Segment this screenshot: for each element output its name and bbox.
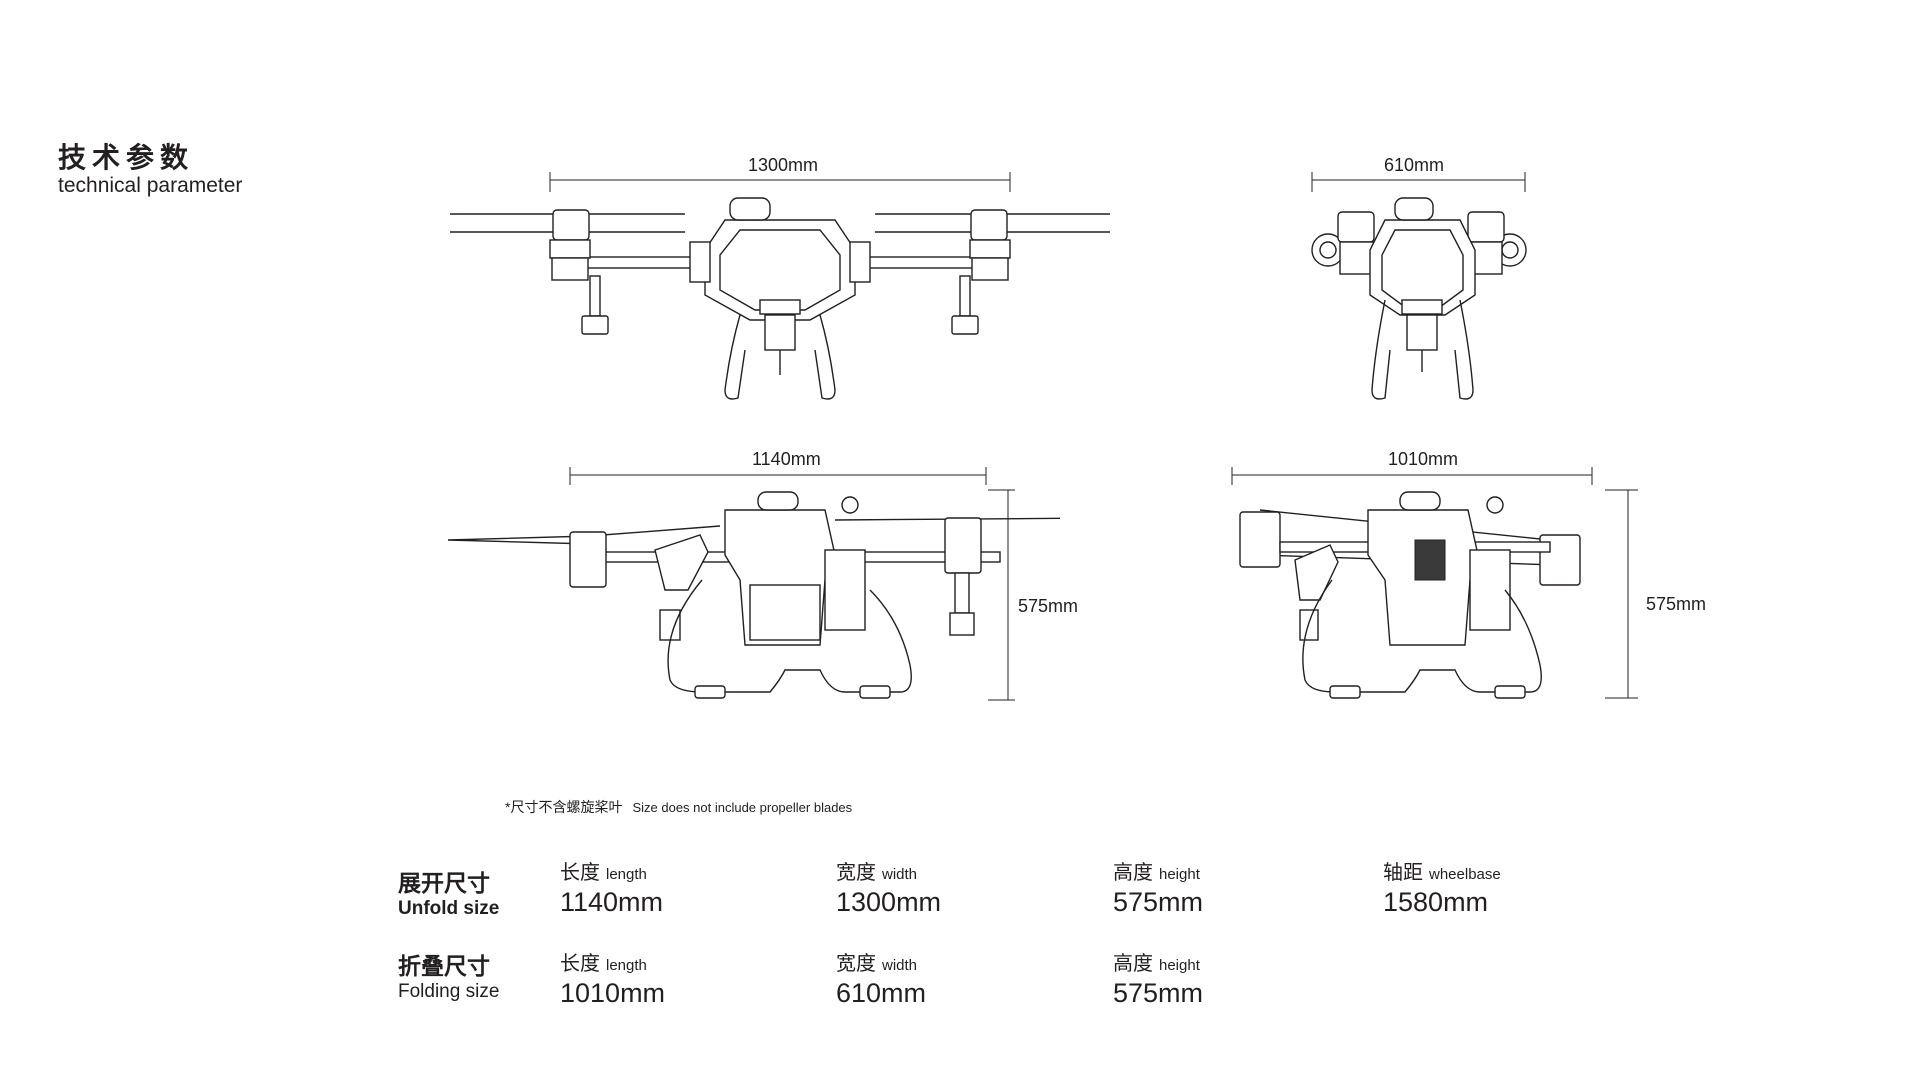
note-en: Size does not include propeller blades (632, 800, 853, 815)
fold-height-label-en: height (1159, 957, 1200, 974)
dim-front-unfold-width: 1300mm (748, 155, 819, 175)
unfold-wheelbase-label-cn: 轴距 (1383, 860, 1423, 884)
fold-length-value: 1010mm (560, 978, 666, 1008)
fold-length-label-cn: 长度 (560, 951, 600, 975)
unfold-length-spec: 长度 length 1140mm (560, 856, 663, 918)
fold-title-en: Folding size (398, 981, 500, 1002)
fold-width-label-en: width (882, 957, 918, 974)
fold-width-label-cn: 宽度 (836, 951, 876, 975)
unfold-wheelbase-spec: 轴距 wheelbase 1580mm (1383, 856, 1501, 918)
unfold-title-en: Unfold size (398, 898, 500, 919)
fold-height-spec: 高度 height 575mm (1113, 947, 1203, 1009)
fold-height-label-cn: 高度 (1113, 951, 1153, 975)
unfold-size-title: 展开尺寸 Unfold size (398, 864, 499, 920)
unfold-height-spec: 高度 height 575mm (1113, 856, 1203, 918)
unfold-length-value: 1140mm (560, 887, 664, 917)
unfold-width-spec: 宽度 width 1300mm (836, 856, 941, 918)
note-cn: *尺寸不含螺旋桨叶 (505, 799, 623, 815)
drone-side-fold-drawing (1231, 467, 1638, 699)
fold-length-label-en: length (606, 957, 647, 974)
fold-length-spec: 长度 length 1010mm (560, 947, 665, 1009)
dim-side-fold-length: 1010mm (1388, 449, 1459, 469)
dimension-note: *尺寸不含螺旋桨叶 Size does not include propeller… (505, 797, 852, 817)
page-title-cn: 技术参数 (58, 141, 195, 174)
page-title-en: technical parameter (58, 174, 243, 197)
unfold-wheelbase-label-en: wheelbase (1429, 866, 1501, 883)
unfold-height-label-en: height (1159, 866, 1200, 883)
unfold-wheelbase-value: 1580mm (1383, 887, 1489, 917)
unfold-width-value: 1300mm (836, 887, 942, 917)
drone-front-fold-drawing (1311, 172, 1527, 400)
dim-front-fold-width: 610mm (1384, 155, 1445, 175)
unfold-title-cn: 展开尺寸 (398, 871, 490, 897)
fold-width-spec: 宽度 width 610mm (836, 947, 926, 1009)
unfold-length-label-en: length (606, 866, 647, 883)
fold-title-cn: 折叠尺寸 (398, 954, 490, 980)
unfold-length-label-cn: 长度 (560, 860, 600, 884)
drone-side-unfold-drawing (447, 467, 1060, 701)
fold-size-title: 折叠尺寸 Folding size (398, 947, 499, 1003)
drone-front-unfold-drawing (450, 172, 1110, 400)
unfold-height-label-cn: 高度 (1113, 860, 1153, 884)
unfold-width-label-cn: 宽度 (836, 860, 876, 884)
unfold-width-label-en: width (882, 866, 918, 883)
fold-height-value: 575mm (1113, 978, 1204, 1008)
dim-side-fold-height: 575mm (1646, 594, 1707, 614)
dim-side-unfold-length: 1140mm (752, 449, 821, 469)
fold-width-value: 610mm (836, 978, 927, 1008)
dim-side-unfold-height: 575mm (1018, 596, 1079, 616)
unfold-height-value: 575mm (1113, 887, 1204, 917)
